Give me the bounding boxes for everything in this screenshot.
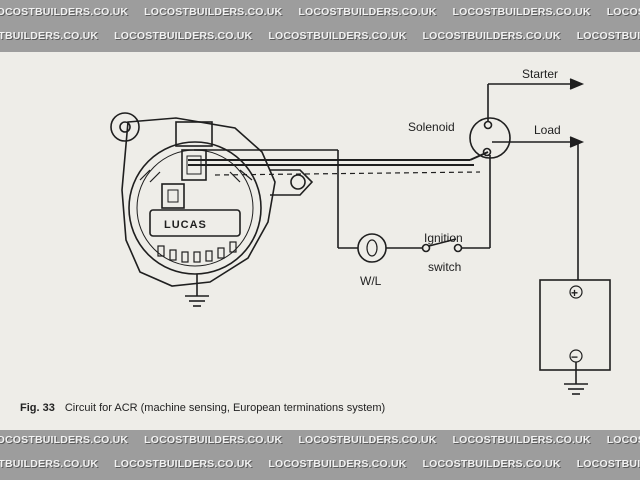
warning-lamp-label: W/L [360, 274, 382, 288]
output-cable [188, 149, 489, 176]
switch-label: switch [428, 260, 461, 274]
watermark-row: LOCOSTBUILDERS.CO.UKLOCOSTBUILDERS.CO.UK… [0, 30, 640, 42]
solenoid-label: Solenoid [408, 120, 455, 134]
warning-lamp-circuit [337, 150, 491, 263]
alternator [110, 112, 314, 287]
figure-caption: Fig. 33 Circuit for ACR (machine sensing,… [20, 402, 385, 414]
ignition-label: Ignition [424, 231, 463, 245]
diagram-paper [0, 52, 640, 430]
figure-number: Fig. 33 [20, 402, 55, 414]
battery-negative-label: − [571, 350, 578, 364]
load-lead [492, 136, 585, 280]
alternator-earth-symbol [185, 274, 209, 307]
figure-caption-text: Circuit for ACR (machine sensing, Europe… [64, 402, 386, 414]
load-label: Load [534, 123, 561, 137]
starter-label: Starter [522, 67, 558, 81]
watermark-row: LOCOSTBUILDERS.CO.UKLOCOSTBUILDERS.CO.UK… [0, 458, 640, 470]
solenoid [469, 117, 511, 159]
battery-positive-label: + [571, 286, 578, 300]
battery [539, 279, 611, 395]
alternator-brand-label: LUCAS [164, 219, 207, 231]
starter-lead [487, 78, 585, 122]
